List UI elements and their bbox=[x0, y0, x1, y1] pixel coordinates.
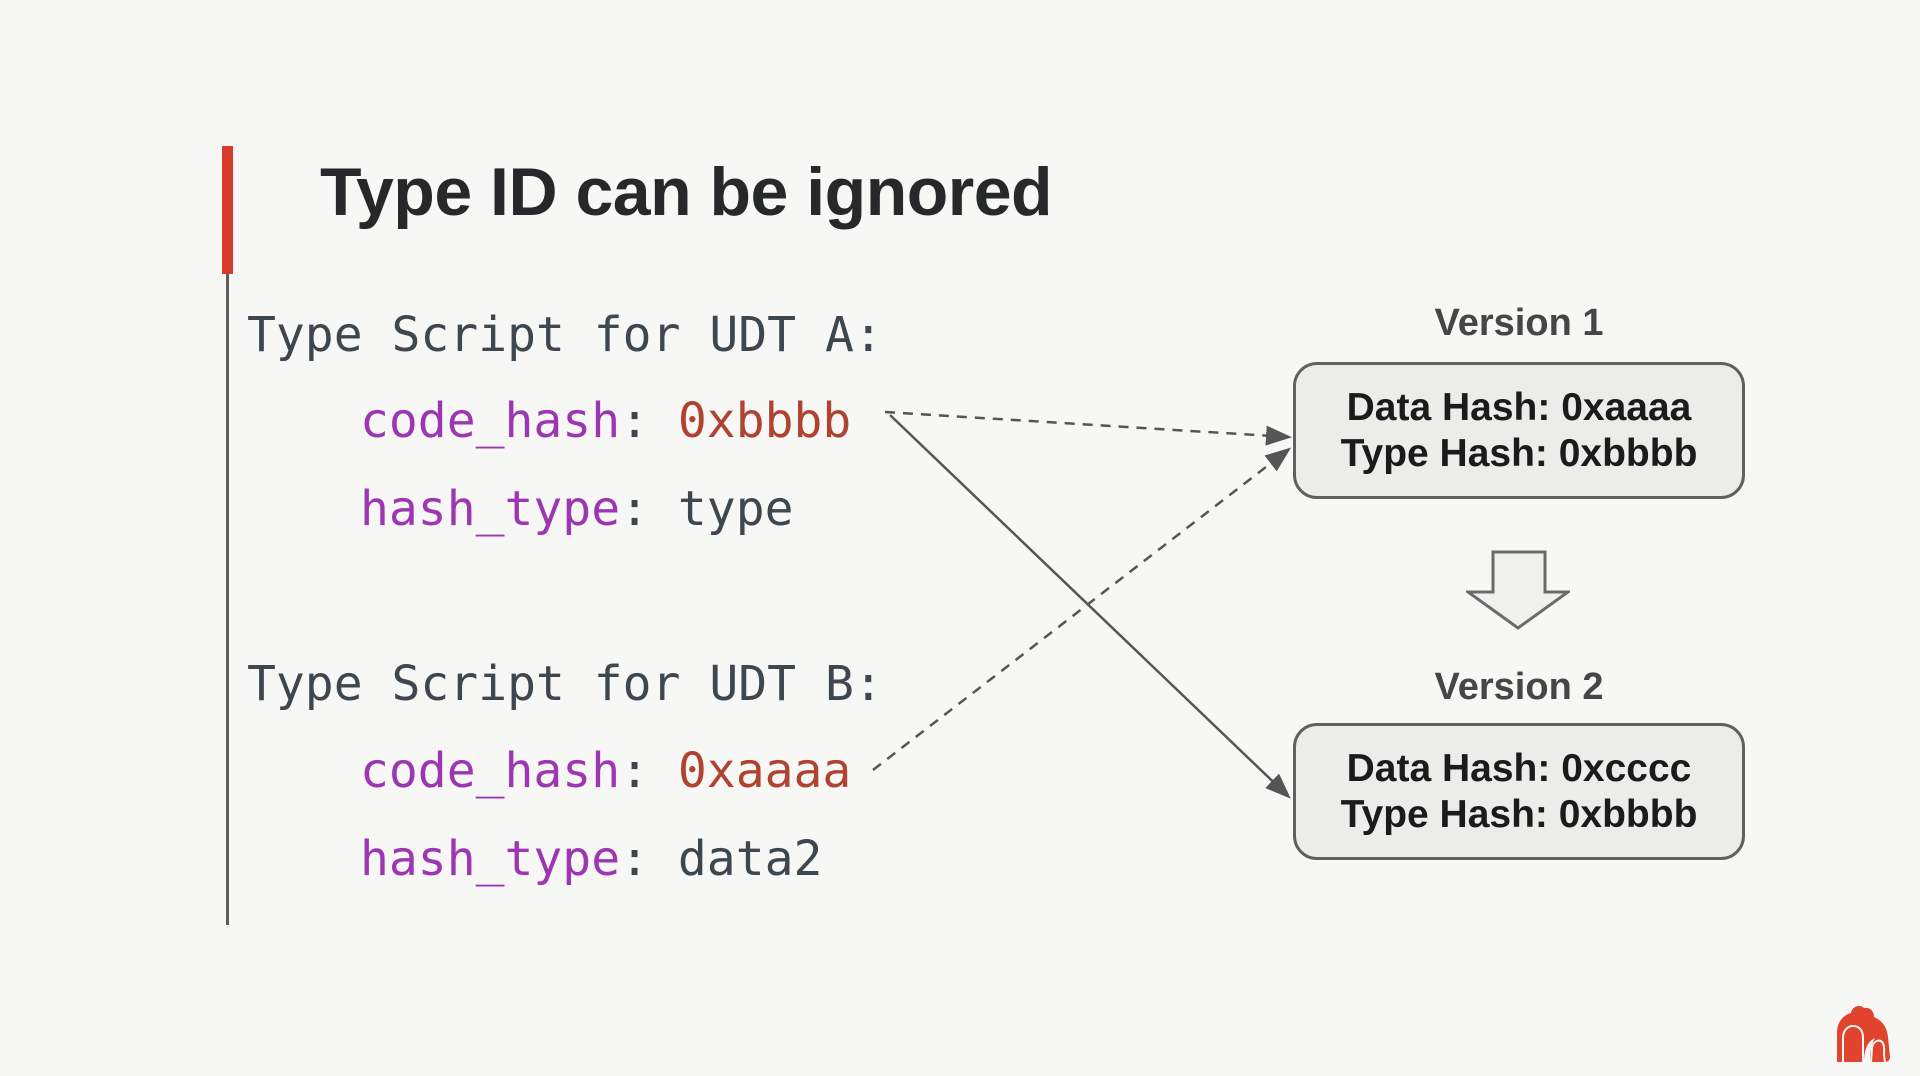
code-key: code_hash bbox=[360, 743, 621, 799]
code-separator: : bbox=[620, 743, 678, 799]
code-value-hash: 0xaaaa bbox=[677, 743, 852, 799]
code-line-udtb-hash-type: hash_type: data2 bbox=[360, 831, 822, 887]
version-2-data-hash: Data Hash: 0xcccc bbox=[1346, 746, 1692, 790]
code-header-udt-b: Type Script for UDT B: bbox=[247, 656, 883, 712]
code-value-plain: type bbox=[677, 481, 794, 537]
code-key: hash_type bbox=[360, 481, 621, 537]
code-separator: : bbox=[620, 481, 678, 537]
code-line-udta-code-hash: code_hash: 0xbbbb bbox=[360, 393, 851, 449]
version-2-type-hash: Type Hash: 0xbbbb bbox=[1340, 792, 1698, 836]
code-value-plain: data2 bbox=[677, 831, 823, 887]
version-1-type-hash: Type Hash: 0xbbbb bbox=[1340, 431, 1698, 475]
dashed-connector-udtb-to-v1 bbox=[872, 447, 1292, 771]
dashed-connector-udta-to-v1 bbox=[884, 410, 1292, 446]
gorilla-logo-icon bbox=[1837, 1005, 1890, 1063]
vertical-rule bbox=[226, 274, 229, 925]
code-separator: : bbox=[620, 831, 678, 887]
version-1-box: Data Hash: 0xaaaa Type Hash: 0xbbbb bbox=[1293, 362, 1745, 499]
code-value-hash: 0xbbbb bbox=[677, 393, 852, 449]
code-key: code_hash bbox=[360, 393, 621, 449]
solid-connector-udta-to-v2 bbox=[889, 414, 1291, 799]
code-separator: : bbox=[620, 393, 678, 449]
title-accent-bar bbox=[222, 146, 233, 274]
code-header-udt-a: Type Script for UDT A: bbox=[247, 307, 883, 363]
version-1-label: Version 1 bbox=[1434, 302, 1604, 344]
version-1-data-hash: Data Hash: 0xaaaa bbox=[1346, 385, 1692, 429]
slide-title: Type ID can be ignored bbox=[320, 154, 1053, 230]
version-2-box: Data Hash: 0xcccc Type Hash: 0xbbbb bbox=[1293, 723, 1745, 860]
code-line-udta-hash-type: hash_type: type bbox=[360, 481, 793, 537]
version-2-label: Version 2 bbox=[1434, 666, 1604, 708]
code-key: hash_type bbox=[360, 831, 621, 887]
block-arrow-down-icon bbox=[1466, 550, 1570, 630]
code-line-udtb-code-hash: code_hash: 0xaaaa bbox=[360, 743, 851, 799]
